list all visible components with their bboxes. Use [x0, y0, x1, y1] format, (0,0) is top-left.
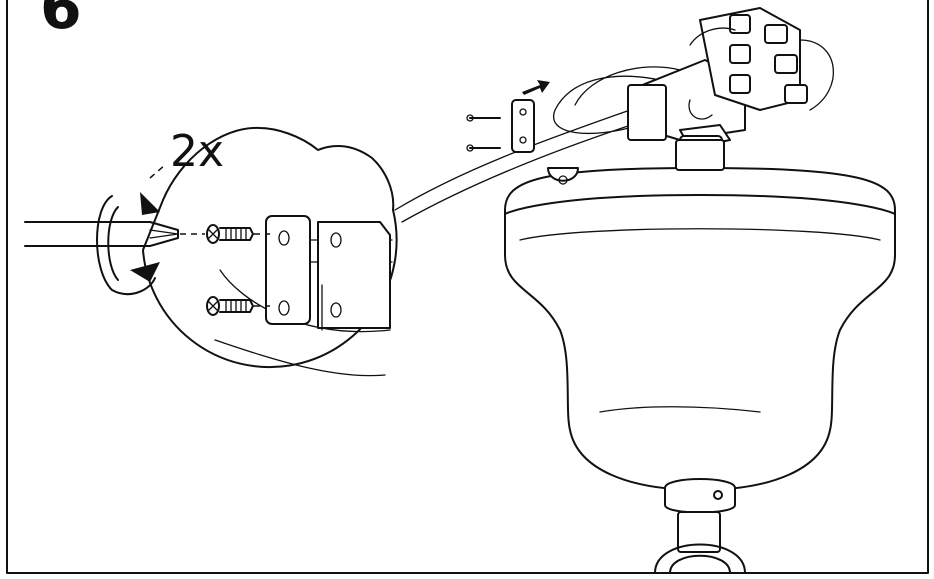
step-number: 6 [40, 0, 82, 43]
arrow-right-icon [522, 80, 550, 95]
frame [6, 0, 929, 574]
screwdriver [24, 221, 205, 247]
rotate-clockwise-icon [96, 164, 166, 296]
wire-clamp-small [466, 99, 535, 153]
hanging-stem [654, 478, 746, 574]
quantity-label: 2x [170, 126, 225, 177]
wire-bundle [394, 66, 681, 223]
terminal-block [627, 7, 834, 157]
screw-lower [206, 296, 270, 316]
screw-upper [206, 224, 270, 244]
ceiling-canopy [504, 139, 896, 491]
